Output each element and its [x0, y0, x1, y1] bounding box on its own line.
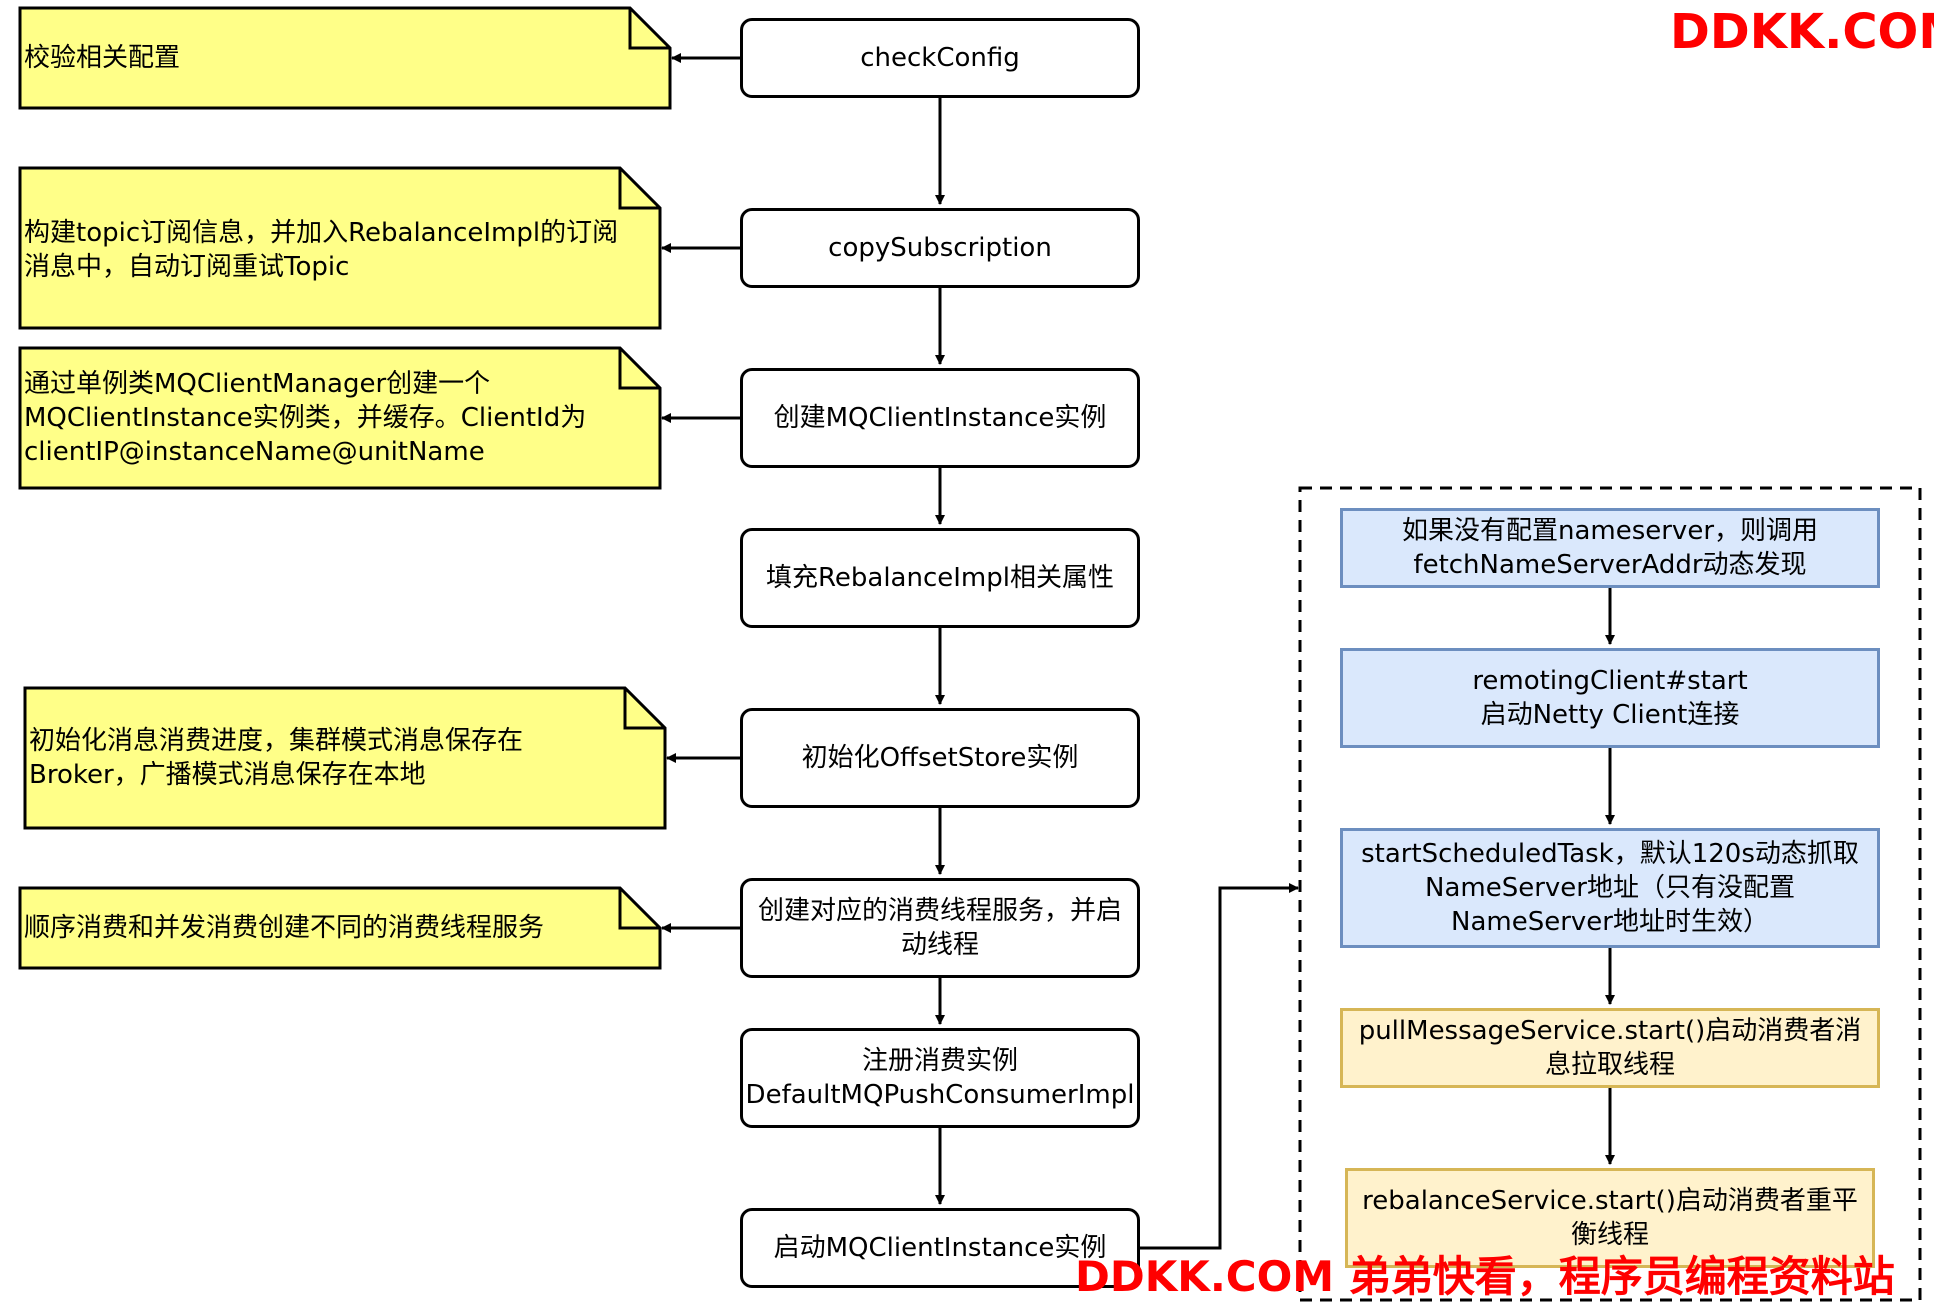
note-offset-store: 初始化消息消费进度，集群模式消息保存在 Broker，广播模式消息保存在本地	[29, 726, 524, 790]
note-consume-service: 顺序消费和并发消费创建不同的消费线程服务	[24, 913, 545, 943]
connectors	[661, 53, 1615, 1250]
sub-fetch-nameserver: 如果没有配置nameserver，则调用 fetchNameServerAddr…	[1340, 508, 1880, 588]
note-fold-check-config	[628, 8, 670, 50]
note-fold-consume-service	[618, 888, 660, 930]
watermark-top: DDKK.COM	[1670, 4, 1934, 60]
note-shape-copy-subscription	[18, 166, 662, 330]
sub-start-scheduled-task: startScheduledTask，默认120s动态抓取 NameServer…	[1340, 828, 1880, 948]
arrow-to-group	[1140, 883, 1299, 1250]
watermark-bottom: DDKK.COM 弟弟快看，程序员编程资料站	[1075, 1252, 1895, 1301]
note-shape-check-config	[18, 6, 672, 110]
note-copy-subscription: 构建topic订阅信息，并加入RebalanceImpl的订阅 消息中，自动订阅…	[24, 218, 619, 282]
note-check-config: 校验相关配置	[24, 43, 181, 73]
step-check-config: checkConfig	[740, 18, 1140, 98]
note-shape-offset-store	[23, 686, 667, 830]
note-fold-offset-store	[623, 688, 665, 730]
step-register-consumer: 注册消费实例 DefaultMQPushConsumerImpl	[740, 1028, 1140, 1128]
sub-pull-message-service: pullMessageService.start()启动消费者消 息拉取线程	[1340, 1008, 1880, 1088]
sub-remoting-client-start: remotingClient#start 启动Netty Client连接	[1340, 648, 1880, 748]
note-shape-client-instance	[18, 346, 662, 490]
step-start-client-instance: 启动MQClientInstance实例	[740, 1208, 1140, 1288]
step-create-client-instance: 创建MQClientInstance实例	[740, 368, 1140, 468]
sub-rebalance-service: rebalanceService.start()启动消费者重平 衡线程	[1345, 1168, 1875, 1268]
note-fold-copy-subscription	[618, 168, 660, 210]
step-fill-rebalance: 填充RebalanceImpl相关属性	[740, 528, 1140, 628]
step-create-consume-service: 创建对应的消费线程服务，并启动线程	[740, 878, 1140, 978]
note-client-instance: 通过单例类MQClientManager创建一个 MQClientInstanc…	[24, 369, 587, 467]
step-copy-subscription: copySubscription	[740, 208, 1140, 288]
note-shapes	[18, 6, 672, 970]
start-instance-group-border	[1298, 486, 1922, 1302]
note-shape-consume-service	[18, 886, 662, 970]
note-fold-client-instance	[618, 348, 660, 390]
step-init-offset-store: 初始化OffsetStore实例	[740, 708, 1140, 808]
